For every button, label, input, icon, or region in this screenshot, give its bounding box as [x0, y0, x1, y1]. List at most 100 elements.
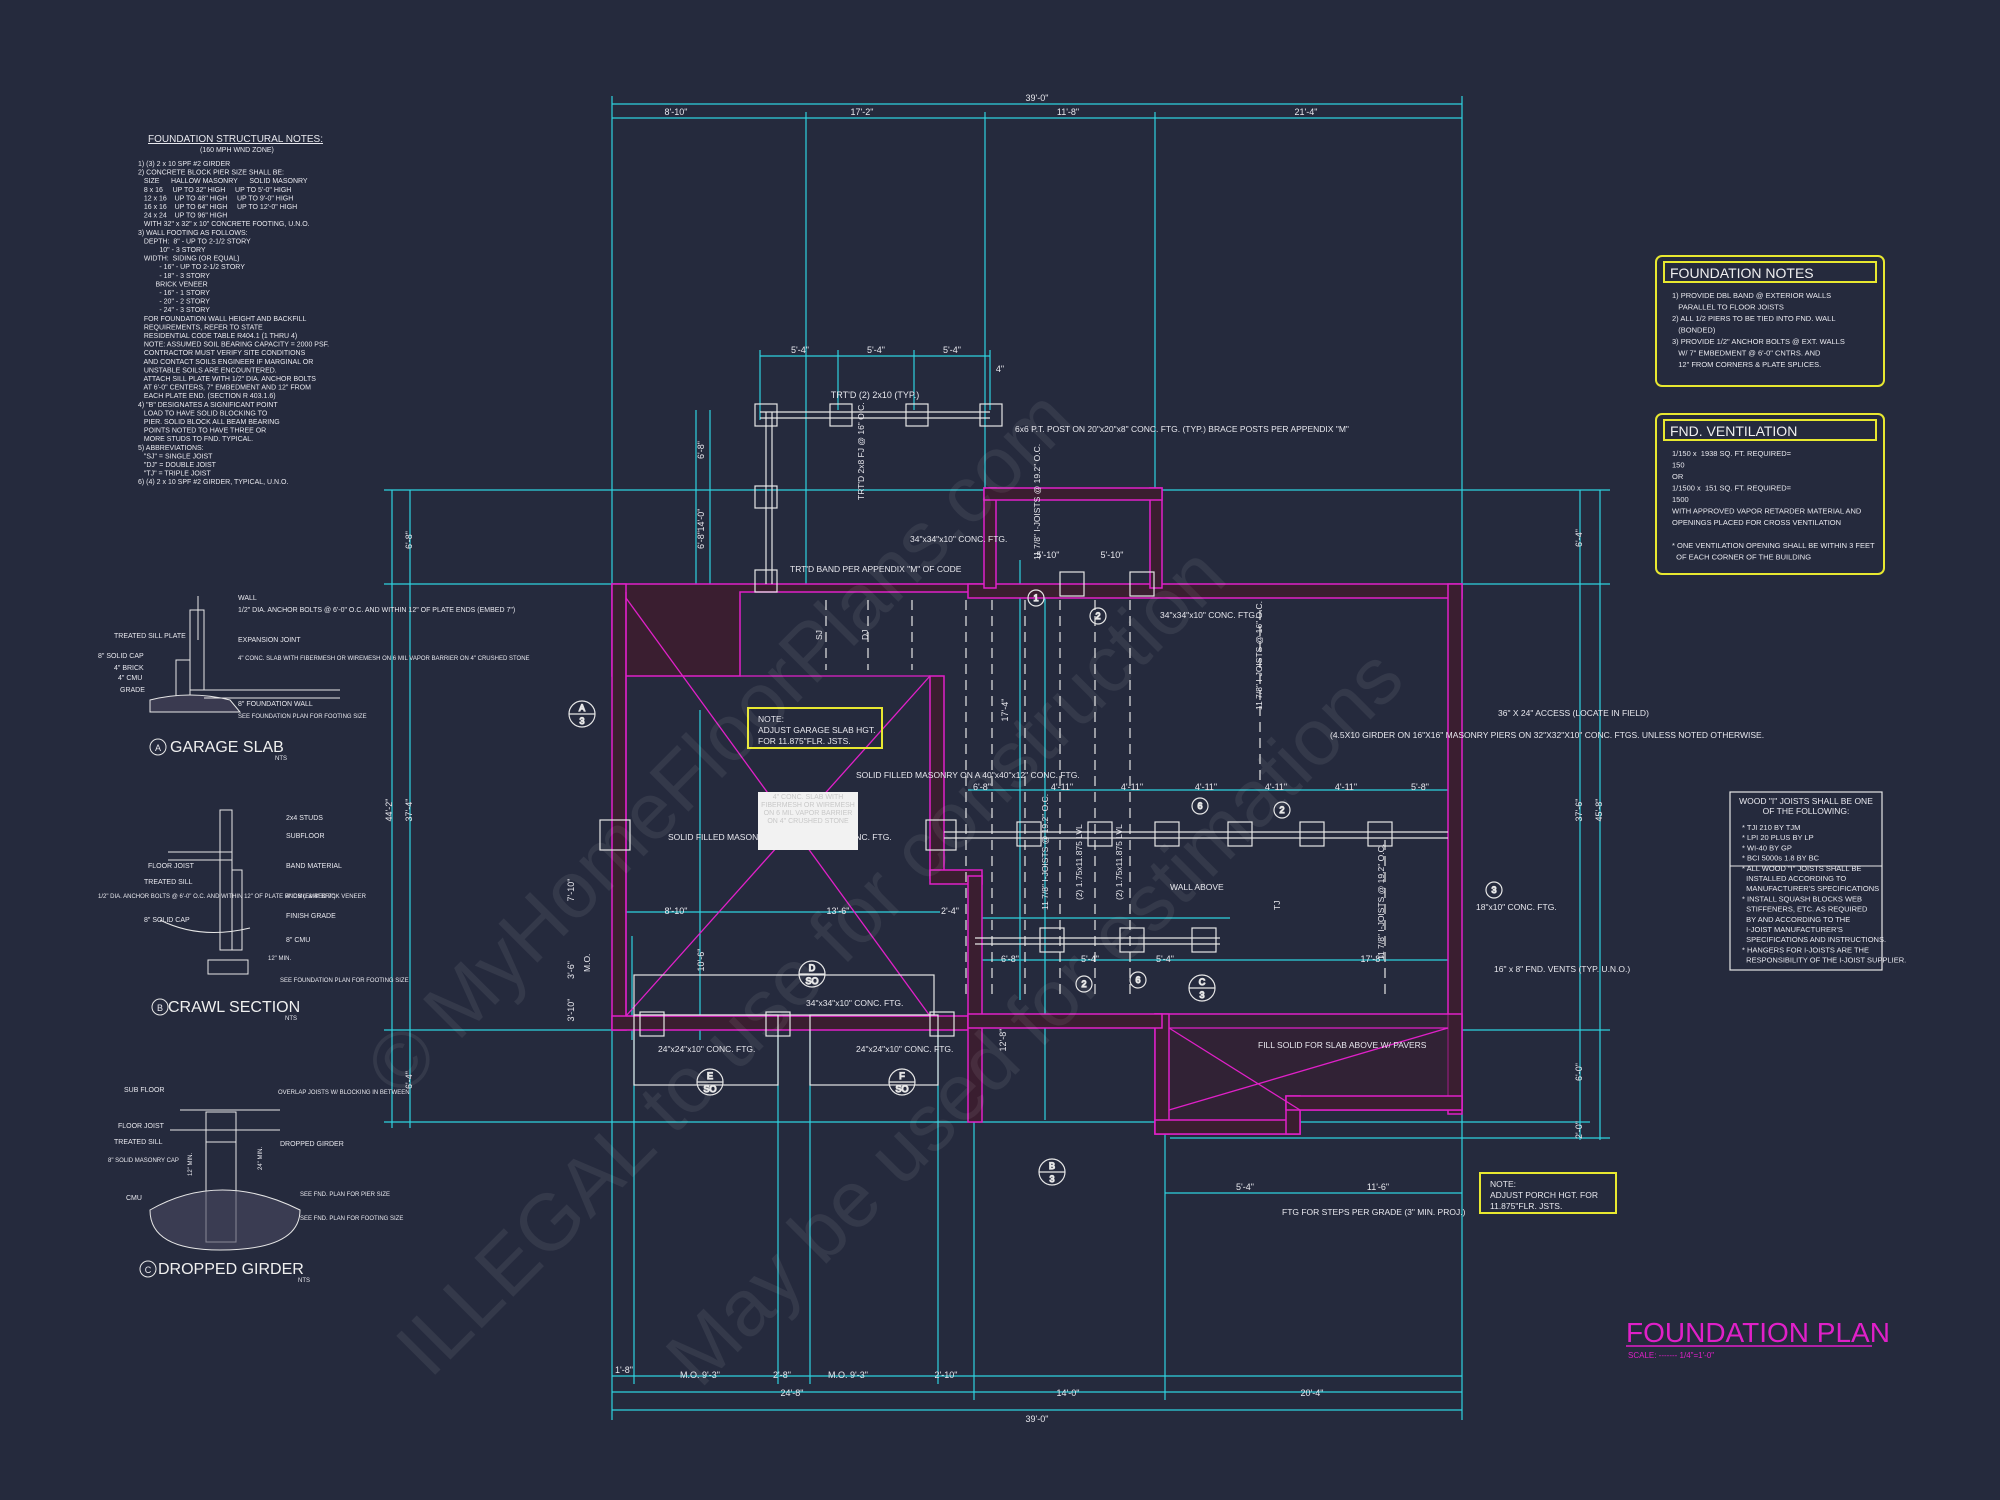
label-joists-c: 11 7/8" I-JOISTS @ 19.2" O.C.	[1376, 844, 1386, 960]
svg-text:C: C	[145, 1265, 152, 1275]
dim-int-10: 2'-4"	[941, 906, 959, 916]
dim-top-4: 21'-4"	[1295, 107, 1318, 117]
dim-top-3: 11'-8"	[1057, 107, 1079, 117]
dim-int-16: 5'-10"	[1101, 550, 1124, 560]
label-joists-bump: 11 7/8" I-JOISTS @ 19.2" O.C.	[1032, 444, 1042, 560]
dim-right-2: 37'-6"	[1574, 799, 1584, 822]
dim-int-17: 14'-0"	[696, 509, 706, 532]
svg-text:1/2" DIA. ANCHOR BOLTS @ 6'-0": 1/2" DIA. ANCHOR BOLTS @ 6'-0" O.C. AND …	[98, 894, 336, 900]
note-line: 1/1500 x 151 SQ. FT. REQUIRED=	[1672, 484, 1792, 493]
svg-text:C: C	[1199, 977, 1206, 987]
dim-right-5: 2'-0"	[1574, 1121, 1584, 1139]
dim-int-2: 4'-11"	[1051, 782, 1073, 792]
note-line: 10" - 3 STORY	[138, 247, 206, 254]
note-line: 12 x 16 UP TO 48" HIGH UP TO 9'-0" HIGH	[138, 195, 293, 202]
slab-note-box: 4" CONC. SLAB WITH FIBERMESH OR WIREMESH…	[758, 792, 858, 850]
dim-int-12: 5'-4"	[1081, 954, 1099, 964]
foundation-walls	[611, 487, 1463, 1135]
svg-text:SUBFLOOR: SUBFLOOR	[286, 833, 325, 840]
svg-text:B: B	[157, 1003, 163, 1013]
dim-left-2: 44'-2"	[384, 799, 394, 822]
label-ftg-1: 34"x34"x10" CONC. FTG.	[910, 534, 1007, 544]
note-line: NOTE: ASSUMED SOIL BEARING CAPACITY = 20…	[138, 342, 329, 349]
note-line: 3) PROVIDE 1/2" ANCHOR BOLTS @ EXT. WALL…	[1672, 337, 1845, 346]
svg-text:SUB FLOOR: SUB FLOOR	[124, 1087, 164, 1094]
ventilation-heading: FND. VENTILATION	[1670, 423, 1797, 439]
note-line: 1500	[1672, 495, 1689, 504]
svg-text:DROPPED GIRDER: DROPPED GIRDER	[280, 1141, 344, 1148]
section-mark-f: F SO	[888, 1068, 916, 1096]
note-line: - 20" - 2 STORY	[138, 299, 210, 306]
section-mark-c: C 3	[1188, 974, 1216, 1002]
svg-text:3: 3	[1199, 990, 1204, 1000]
detail-b-title: CRAWL SECTION	[168, 999, 300, 1016]
label-trtd-girder: TRT'D (2) 2x10 (TYP.)	[831, 390, 919, 400]
note-line: DEPTH: 8" - UP TO 2-1/2 STORY	[138, 238, 251, 245]
note-line: 2) ALL 1/2 PIERS TO BE TIED INTO FND. WA…	[1672, 314, 1836, 323]
label-steps: FTG FOR STEPS PER GRADE (3" MIN. PROJ.)	[1282, 1207, 1466, 1217]
svg-text:SEE FOUNDATION PLAN FOR FOOTIN: SEE FOUNDATION PLAN FOR FOOTING SIZE	[238, 714, 367, 720]
svg-text:FINISH GRADE: FINISH GRADE	[286, 913, 336, 920]
svg-text:SO: SO	[805, 976, 818, 986]
svg-text:FLOOR JOIST: FLOOR JOIST	[148, 863, 195, 870]
plan-scale: SCALE: ------- 1/4"=1'-0"	[1628, 1351, 1714, 1360]
svg-text:8" SOLID CAP: 8" SOLID CAP	[98, 653, 144, 660]
note-line: 8 x 16 UP TO 32" HIGH UP TO 5'-0" HIGH	[138, 187, 291, 194]
label-ftg-24-2: 24"x24"x10" CONC. FTG.	[856, 1044, 953, 1054]
svg-text:NTS: NTS	[298, 1278, 310, 1284]
note-line: SIZE HALLOW MASONRY SOLID MASONRY	[138, 178, 308, 185]
dim-left-4: 6'-4"	[404, 1071, 414, 1089]
label-solid-filled-1: SOLID FILLED MASONRY ON A 40"x40"x12" CO…	[856, 770, 1080, 780]
dim-int-22: 6'-8"	[696, 531, 706, 549]
note-line: BRICK VENEER	[138, 281, 208, 288]
dim-int-14: 17'-8"	[1361, 954, 1384, 964]
dim-int-4: 4'-11"	[1195, 782, 1217, 792]
dim-bottom-2: 14'-0"	[1057, 1388, 1080, 1398]
label-joists-b: 11 7/8" I-JOISTS @ 16" O.C.	[1254, 601, 1264, 710]
note-line: POINTS NOTED TO HAVE THREE OR	[138, 428, 266, 435]
svg-text:WALL: WALL	[238, 595, 257, 602]
dim-bottom-5: M.O. 9'-3"	[680, 1370, 720, 1380]
dim-left-5: 7'-10"	[566, 879, 576, 902]
svg-text:SEE FND. PLAN FOR FOOTING SIZE: SEE FND. PLAN FOR FOOTING SIZE	[300, 1216, 403, 1222]
note-line: * TJI 210 BY TJM	[1742, 823, 1800, 832]
svg-text:8" SOLID CAP: 8" SOLID CAP	[144, 917, 190, 924]
section-mark-b: B 3	[1038, 1158, 1066, 1186]
dim-int-20: 17'-4"	[1000, 699, 1010, 722]
note-line: "SJ" = SINGLE JOIST	[138, 453, 213, 460]
note-line: * WI-40 BY GP	[1742, 843, 1792, 852]
note-line: - 16" - 1 STORY	[138, 290, 210, 297]
dim-left-7: 3'-10"	[566, 999, 576, 1022]
note-line: INSTALLED ACCORDING TO	[1742, 874, 1846, 883]
note-line: (BONDED)	[1672, 326, 1716, 335]
svg-text:OVERLAP JOISTS W/ BLOCKING IN: OVERLAP JOISTS W/ BLOCKING IN BETWEEN	[278, 1090, 410, 1096]
slab-note-text: 4" CONC. SLAB WITH FIBERMESH OR WIREMESH…	[761, 794, 855, 825]
svg-text:GRADE: GRADE	[120, 687, 145, 694]
dim-bottom-10: 11'-6"	[1367, 1182, 1389, 1192]
label-dj: DJ	[860, 630, 870, 640]
svg-text:NTS: NTS	[275, 756, 287, 762]
svg-text:ADJUST GARAGE SLAB HGT.: ADJUST GARAGE SLAB HGT.	[758, 725, 875, 735]
label-fill-solid: FILL SOLID FOR SLAB ABOVE W/ PAVERS	[1258, 1040, 1427, 1050]
note-line: 12" FROM CORNERS & PLATE SPLICES.	[1672, 360, 1821, 369]
note-line: 4) "B" DESIGNATES A SIGNIFICANT POINT	[138, 402, 278, 409]
label-access: 36" X 24" ACCESS (LOCATE IN FIELD)	[1498, 708, 1649, 718]
label-post: 6x6 P.T. POST ON 20"x20"x8" CONC. FTG. (…	[1015, 424, 1349, 434]
dim-int-9: 13'-6"	[827, 906, 850, 916]
svg-text:SO: SO	[703, 1084, 716, 1094]
dim-right-3: 45'-8"	[1594, 799, 1604, 822]
svg-text:4" CMU & 4" BRICK VENEER: 4" CMU & 4" BRICK VENEER	[286, 894, 367, 900]
note-garage: NOTE: ADJUST GARAGE SLAB HGT. FOR 11.875…	[747, 707, 883, 749]
note-line: WIDTH: SIDING (OR EQUAL)	[138, 256, 240, 263]
svg-text:EXPANSION JOINT: EXPANSION JOINT	[238, 637, 301, 644]
note-line: * LPI 20 PLUS BY LP	[1742, 833, 1814, 842]
dim-int-7: 5'-8"	[1411, 782, 1429, 792]
dim-int-21: 6'-8"	[696, 441, 706, 459]
label-sj: SJ	[814, 630, 824, 640]
section-mark-e: E SO	[696, 1068, 724, 1096]
svg-text:12" MIN.: 12" MIN.	[188, 1153, 194, 1176]
note-line: - 18" - 3 STORY	[138, 273, 210, 280]
svg-text:A: A	[579, 703, 585, 713]
dim-int-18: 12'-8"	[998, 1029, 1008, 1052]
